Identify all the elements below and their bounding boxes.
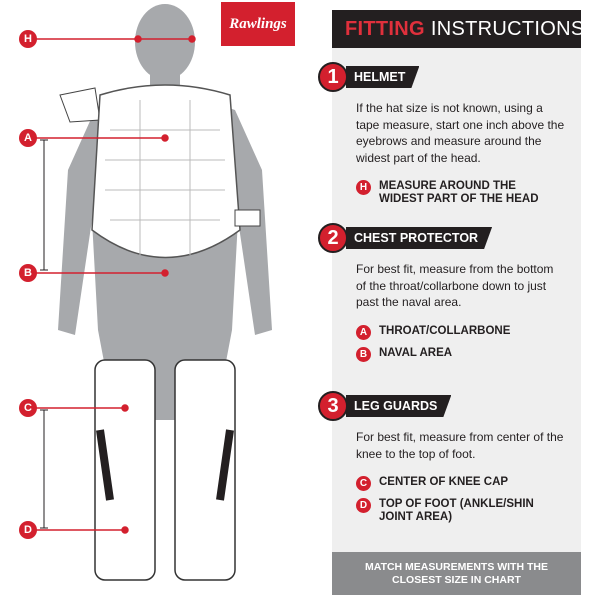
marker-a: A bbox=[19, 129, 37, 147]
marker-b: B bbox=[19, 264, 37, 282]
section-title: LEG GUARDS bbox=[346, 395, 451, 417]
footer-note: MATCH MEASUREMENTS WITH THE CLOSEST SIZE… bbox=[332, 552, 581, 595]
header-accent: FITTING bbox=[345, 17, 425, 40]
rawlings-logo: Rawlings bbox=[221, 2, 295, 46]
marker-h: H bbox=[19, 30, 37, 48]
body-figure-diagram: Rawlings H A B C D bbox=[19, 2, 295, 581]
marker-c: C bbox=[19, 399, 37, 417]
catcher-silhouette bbox=[28, 4, 272, 581]
header-rest: INSTRUCTIONS bbox=[430, 17, 585, 40]
section-title: HELMET bbox=[346, 66, 419, 88]
step-number: 3 bbox=[318, 391, 348, 421]
step-number: 2 bbox=[318, 223, 348, 253]
section-description: For best fit, measure from the bottom of… bbox=[356, 262, 554, 309]
section-description: For best fit, measure from center of the… bbox=[356, 430, 564, 461]
marker-d: D bbox=[19, 521, 37, 539]
step-number: 1 bbox=[318, 62, 348, 92]
section-title: CHEST PROTECTOR bbox=[346, 227, 492, 249]
section-description: If the hat size is not known, using a ta… bbox=[356, 101, 565, 165]
